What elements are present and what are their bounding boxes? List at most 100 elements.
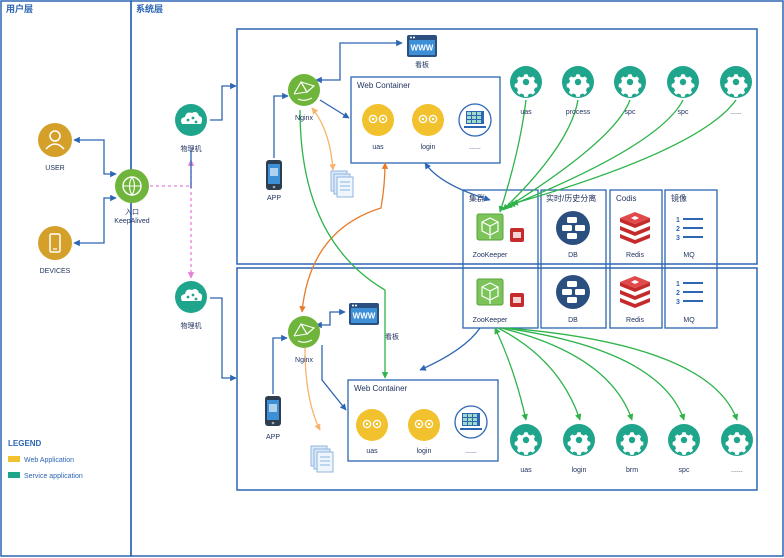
redis-bottom-label: Redis — [626, 317, 644, 324]
top-service-spc2-label: spc — [678, 109, 689, 116]
top-app-icon — [266, 160, 282, 190]
zk-to-bottom-container-link — [419, 327, 481, 371]
bottom-nginx-to-container-link — [321, 345, 347, 411]
bottom-app-label: APP — [266, 434, 280, 441]
top-svc-spc2-link — [508, 99, 684, 207]
bottom-service-brm-label: brm — [626, 467, 638, 474]
entry-label-2: KeepAlived — [114, 218, 150, 225]
user-label: USER — [45, 165, 64, 172]
devices-label: DEVICES — [40, 268, 71, 275]
bottom-svc-more-link — [506, 327, 739, 421]
top-svc-uas-link — [498, 99, 527, 213]
bottom-dashboard-label: 看板 — [385, 332, 399, 341]
legend-service-app-swatch — [8, 472, 20, 478]
top-app-to-nginx-link — [273, 92, 289, 158]
top-svc-more-link — [511, 99, 737, 206]
top-web-app-login-icon — [411, 103, 445, 137]
top-nginx-icon — [287, 73, 321, 107]
bottom-server-box — [236, 267, 758, 491]
bottom-service-login-label: login — [572, 467, 587, 474]
db-top-icon — [556, 211, 590, 245]
top-service-spc-label: spc — [625, 109, 636, 116]
bottom-web-app-login-label: login — [417, 448, 432, 455]
top-host-icon — [175, 104, 207, 136]
codis-box — [609, 189, 663, 329]
top-svc-process-link — [502, 99, 579, 211]
top-nginx-to-bottom-container-link — [299, 109, 389, 379]
bottom-web-app-uas-label: uas — [366, 448, 378, 455]
host-top-to-box-link — [210, 82, 237, 121]
bottom-web-container-title: Web Container — [354, 384, 408, 393]
mq-top-icon — [676, 217, 703, 242]
mq-bottom-label: MQ — [683, 317, 695, 324]
redis-bottom-icon — [620, 276, 650, 308]
top-nginx-to-dashboard-link — [315, 39, 403, 84]
zookeeper-top-badge-screen — [513, 232, 521, 238]
zookeeper-bottom-icon — [476, 278, 504, 306]
user-layer-title: 用户层 — [5, 3, 33, 14]
bottom-service-brm-icon — [616, 424, 648, 456]
devices-node — [38, 226, 72, 260]
legend-web-app-swatch — [8, 456, 20, 462]
bottom-host-icon — [175, 281, 207, 313]
top-web-app-more-label: ...... — [469, 144, 481, 151]
top-app-label: APP — [267, 195, 281, 202]
bottom-service-uas-icon — [510, 424, 542, 456]
redis-top-label: Redis — [626, 252, 644, 259]
top-nginx-label: Nginx — [295, 115, 313, 122]
bottom-svc-login-link — [497, 327, 582, 421]
codis-title: Codis — [616, 194, 636, 203]
top-dashboard-label: 看板 — [415, 60, 429, 69]
user-to-entry-link — [73, 136, 117, 178]
system-layer-title: 系统层 — [136, 3, 163, 14]
legend-service-app-label: Service application — [24, 473, 83, 480]
bottom-app-to-nginx-link — [272, 334, 288, 394]
host-bottom-to-box-link — [210, 297, 237, 382]
zookeeper-top-label: ZooKeeper — [473, 252, 508, 259]
bottom-service-login-icon — [563, 424, 595, 456]
top-service-uas-label: uas — [520, 109, 532, 116]
bottom-svc-brm-link — [500, 327, 634, 421]
user-node — [38, 123, 72, 157]
top-svc-spc1-link — [505, 99, 631, 209]
mirror-box — [664, 189, 718, 329]
bottom-nginx-icon — [287, 315, 321, 349]
legend-web-app-label: Web Application — [24, 457, 74, 464]
top-service-process-icon — [562, 66, 594, 98]
zookeeper-bottom-badge-screen — [513, 297, 521, 303]
top-host-label: 物理机 — [181, 144, 202, 153]
top-web-container-title: Web Container — [357, 81, 411, 90]
zookeeper-top-icon — [476, 213, 504, 241]
bottom-svc-uas-link — [494, 327, 528, 421]
bottom-service-spc-icon — [668, 424, 700, 456]
bottom-svc-spc-link — [503, 327, 686, 421]
bottom-docs-icon — [310, 445, 334, 473]
top-container-to-zk-link — [424, 162, 491, 202]
db-bottom-icon — [556, 275, 590, 309]
bottom-web-app-more-icon — [454, 405, 488, 439]
top-docs-icon — [330, 170, 354, 198]
bottom-host-label: 物理机 — [181, 321, 202, 330]
system-layer-panel — [130, 0, 784, 557]
top-web-app-uas-label: uas — [372, 144, 384, 151]
bottom-web-app-uas-icon — [355, 408, 389, 442]
db-bottom-label: DB — [568, 317, 578, 324]
bottom-service-spc-label: spc — [679, 467, 690, 474]
zookeeper-bottom-label: ZooKeeper — [473, 317, 508, 324]
top-web-app-login-label: login — [421, 144, 436, 151]
bottom-web-app-login-icon — [407, 408, 441, 442]
bottom-service-more-label: ...... — [731, 467, 743, 474]
top-service-process-label: process — [566, 109, 591, 116]
entry-label-1: 入口 — [125, 208, 139, 216]
legend-title: LEGEND — [8, 439, 42, 448]
db-top-label: DB — [568, 252, 578, 259]
mirror-title: 镜像 — [671, 193, 687, 203]
mq-top-label: MQ — [683, 252, 695, 259]
db-box — [540, 189, 607, 329]
top-service-spc-icon — [614, 66, 646, 98]
top-web-app-more-icon — [458, 103, 492, 137]
top-service-more-icon — [720, 66, 752, 98]
bottom-web-app-more-label: ...... — [465, 448, 477, 455]
top-nginx-to-docs-link — [311, 107, 336, 171]
